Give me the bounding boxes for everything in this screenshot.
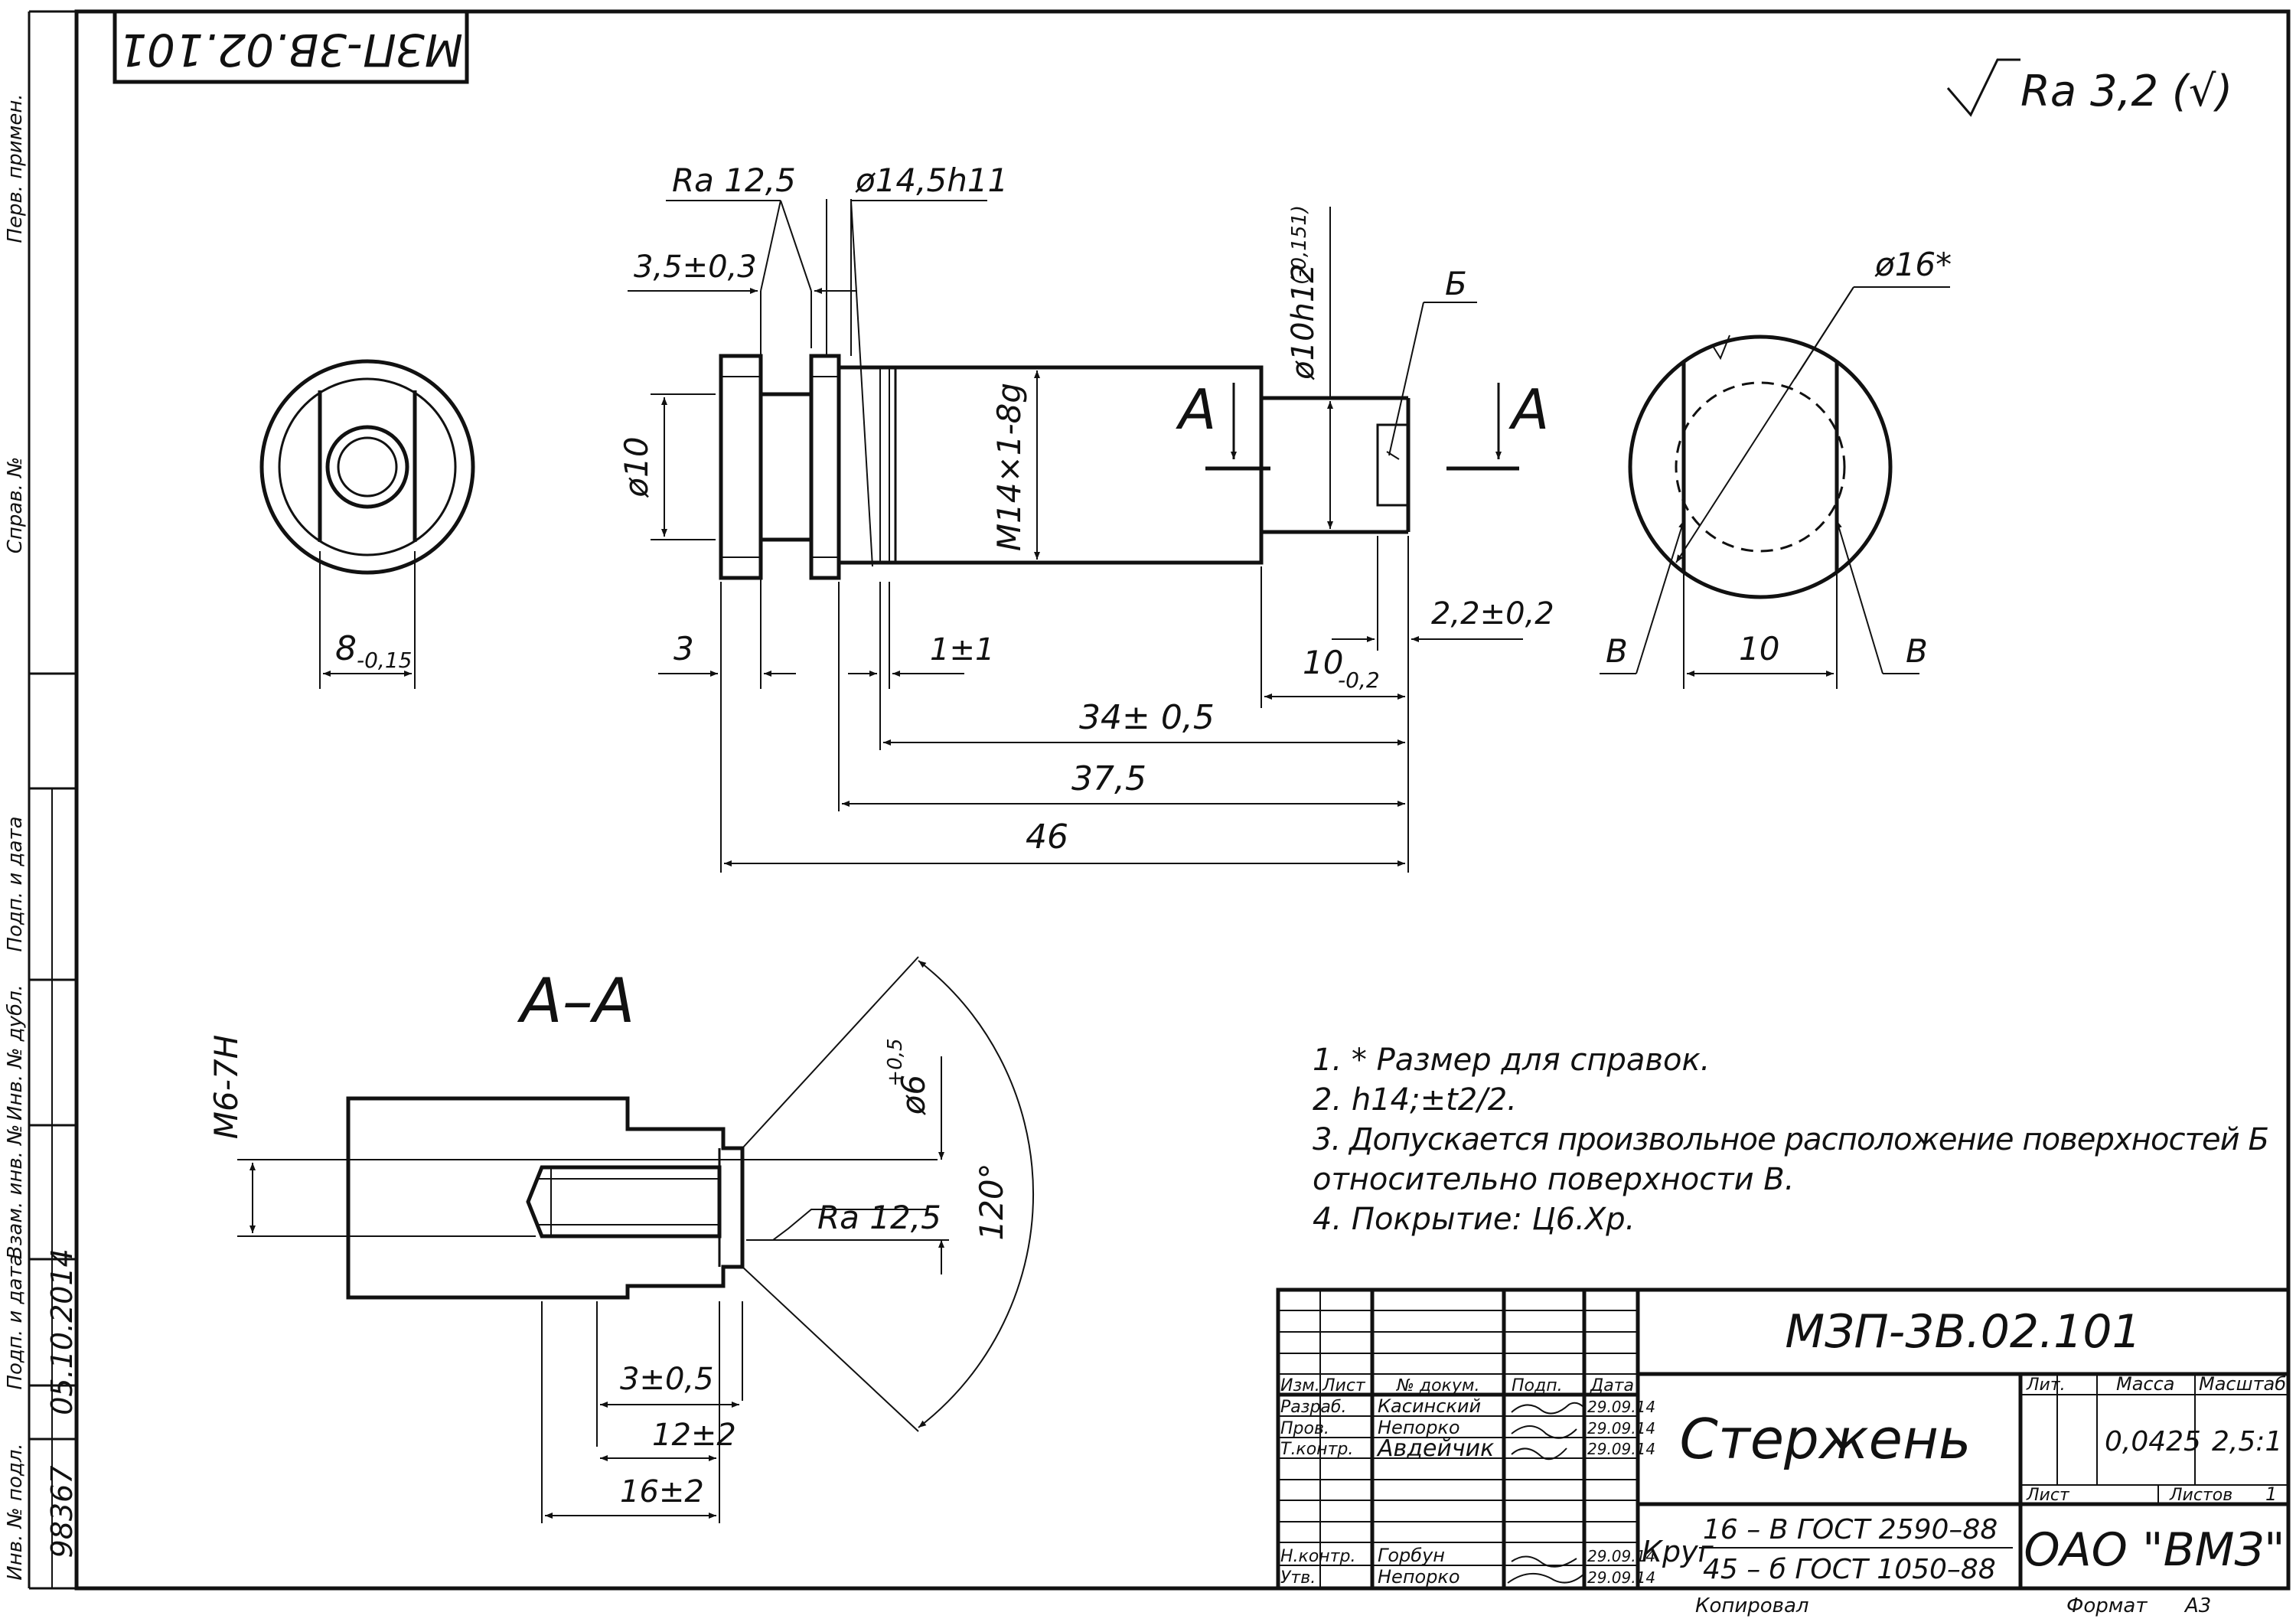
margin-date-value: 05.10.2014 [45, 1248, 79, 1415]
tb-name-razrab: Касинский [1378, 1395, 1481, 1417]
end-view: 8 -0,15 [259, 359, 475, 689]
title-block: Изм. Лист № докум. Подп. Дата Разраб. Пр… [1276, 1287, 2291, 1591]
tb-role-tkontr: Т.контр. [1280, 1440, 1353, 1459]
dim-len-3-5: 3,5±0,3 [634, 250, 757, 285]
dim-dia-10: ø10 [618, 436, 655, 498]
margin-inv-podl: Инв. № подл. [4, 1443, 27, 1580]
note-1: 1. * Размер для справок. [1313, 1043, 1710, 1078]
main-view-dimensions: 3,5±0,3 Ra 12,5 ø14,5h11 ø10 M14×1-8g ø1… [618, 162, 1554, 873]
dim-len-37-5: 37,5 [1071, 759, 1146, 798]
tb-role-prov: Пров. [1280, 1419, 1329, 1438]
dim-len-34: 34± 0,5 [1079, 698, 1215, 737]
tb-material-top: 16 – В ГОСТ 2590–88 [1703, 1514, 1998, 1545]
dim-dia-10h12: ø10h12 [1286, 263, 1321, 380]
copied-label: Копировал [1695, 1594, 1809, 1617]
dim-thread-m14: M14×1-8g [990, 383, 1028, 551]
dim-width-8-tol: -0,15 [357, 648, 412, 673]
tb-date-utv: 29.09.14 [1587, 1568, 1655, 1587]
rotated-designation-box: МЗП-3В.02.101 [113, 9, 469, 84]
tb-header-date: Дата [1590, 1376, 1634, 1395]
dim-depth-12: 12±2 [652, 1418, 736, 1453]
general-roughness-text: Ra 3,2 (√) [2020, 67, 2232, 116]
dim-depth-16: 16±2 [620, 1474, 704, 1509]
dim-width-8: 8 [335, 629, 357, 668]
tb-role-utv: Утв. [1280, 1568, 1316, 1588]
tb-date-nkontr: 29.09.14 [1587, 1547, 1655, 1565]
tb-date-tkontr: 29.09.14 [1587, 1440, 1655, 1458]
dim-len-10-tol: -0,2 [1338, 667, 1380, 693]
tb-designation: МЗП-3В.02.101 [1785, 1305, 2141, 1359]
dim-len-46: 46 [1026, 818, 1068, 857]
tb-header-list: Лист [1322, 1376, 1366, 1395]
tb-material-prefix: Круг [1642, 1535, 1714, 1568]
dim-len-1: 1±1 [930, 632, 994, 667]
technical-notes: 1. * Размер для справок. 2. h14;±t2/2. 3… [1313, 1043, 2269, 1237]
dim-dia-6-tol: +0,5 [884, 1038, 907, 1086]
tb-name-tkontr: Авдейчик [1376, 1435, 1494, 1462]
margin-vzam-inv: Взам. инв. № [4, 1124, 27, 1260]
general-roughness: Ra 3,2 (√) [1946, 58, 2232, 117]
dim-dia-16: ø16* [1874, 246, 1952, 283]
tb-name-prov: Непорко [1378, 1417, 1460, 1438]
tb-part-name: Стержень [1680, 1407, 1971, 1471]
surface-v-left: В [1606, 632, 1628, 670]
tb-date-prov: 29.09.14 [1587, 1419, 1655, 1438]
dim-dia-10h12-tol: (-0,151) [1288, 205, 1311, 285]
dim-angle-120: 120° [973, 1163, 1010, 1240]
tb-sheets-value: 1 [2265, 1483, 2277, 1505]
margin-inv-podl-value: 98367 [45, 1466, 79, 1558]
surface-b-label: Б [1445, 265, 1467, 302]
right-end-view: 10 ø16* В В [1600, 246, 1952, 689]
dim-depth-3: 3±0,5 [620, 1362, 714, 1397]
dim-dia-6: ø6 [895, 1075, 932, 1115]
dim-dia-shoulder: ø14,5h11 [855, 162, 1008, 199]
tb-header-podp: Подп. [1512, 1376, 1563, 1395]
note-3: 3. Допускается произвольное расположение… [1313, 1122, 2269, 1157]
dim-ra-shoulder: Ra 12,5 [672, 162, 796, 199]
dim-len-10: 10 [1303, 644, 1343, 681]
rotated-designation: МЗП-3В.02.101 [119, 24, 463, 76]
tb-scale-value: 2,5:1 [2212, 1426, 2282, 1457]
dim-thread-m6: M6-7H [207, 1035, 245, 1139]
section-title: А–А [517, 965, 634, 1036]
tb-lit-label: Лит. [2026, 1376, 2066, 1395]
format-label: Формат [2066, 1594, 2148, 1617]
tb-sheets-label: Листов [2169, 1486, 2232, 1505]
note-3-cont: относительно поверхности В. [1313, 1162, 1794, 1197]
section-marker-left: А [1176, 377, 1216, 442]
margin-perv-primen: Перв. примен. [4, 93, 27, 243]
margin-inv-dubl: Инв. № дубл. [4, 984, 27, 1121]
tb-mass-value: 0,0425 [2105, 1426, 2201, 1457]
left-margin-strip: Перв. примен. Справ. № Подп. и дата Инв.… [4, 93, 79, 1588]
margin-podp-date-2: Подп. и дата [4, 1254, 27, 1389]
margin-podp-date-1: Подп. и дата [4, 816, 27, 951]
section-a-a: А–А M6-7H 120° ø6 +0,5 Ra 12,5 [207, 956, 1035, 1523]
format-value: А3 [2183, 1594, 2211, 1617]
tb-role-razrab: Разраб. [1280, 1398, 1346, 1417]
margin-sprav: Справ. № [4, 457, 27, 553]
tb-date-razrab: 29.09.14 [1587, 1398, 1655, 1416]
dim-ra-section: Ra 12,5 [817, 1199, 941, 1236]
tb-company: ОАО "ВМЗ" [2024, 1523, 2285, 1577]
tb-mass-label: Масса [2116, 1373, 2175, 1395]
tb-name-nkontr: Горбун [1378, 1545, 1445, 1566]
dim-flat-10: 10 [1739, 630, 1779, 667]
tb-sheet-label: Лист [2026, 1486, 2070, 1505]
tb-header-izm: Изм. [1280, 1376, 1320, 1395]
dim-len-3: 3 [673, 630, 694, 667]
tb-material-bottom: 45 – б ГОСТ 1050–88 [1703, 1554, 1996, 1585]
dim-len-2-2: 2,2±0,2 [1431, 596, 1554, 632]
tb-header-doc: № докум. [1396, 1376, 1479, 1395]
main-view-part [719, 354, 1411, 580]
note-2: 2. h14;±t2/2. [1313, 1082, 1517, 1118]
note-4: 4. Покрытие: Ц6.Хр. [1313, 1202, 1635, 1237]
tb-name-utv: Непорко [1378, 1566, 1460, 1588]
section-marker-right: А [1508, 377, 1549, 442]
tb-role-nkontr: Н.контр. [1280, 1547, 1355, 1566]
drawing-frame [28, 9, 2291, 1591]
tb-scale-label: Масштаб [2199, 1373, 2286, 1395]
surface-v-right: В [1906, 632, 1928, 670]
